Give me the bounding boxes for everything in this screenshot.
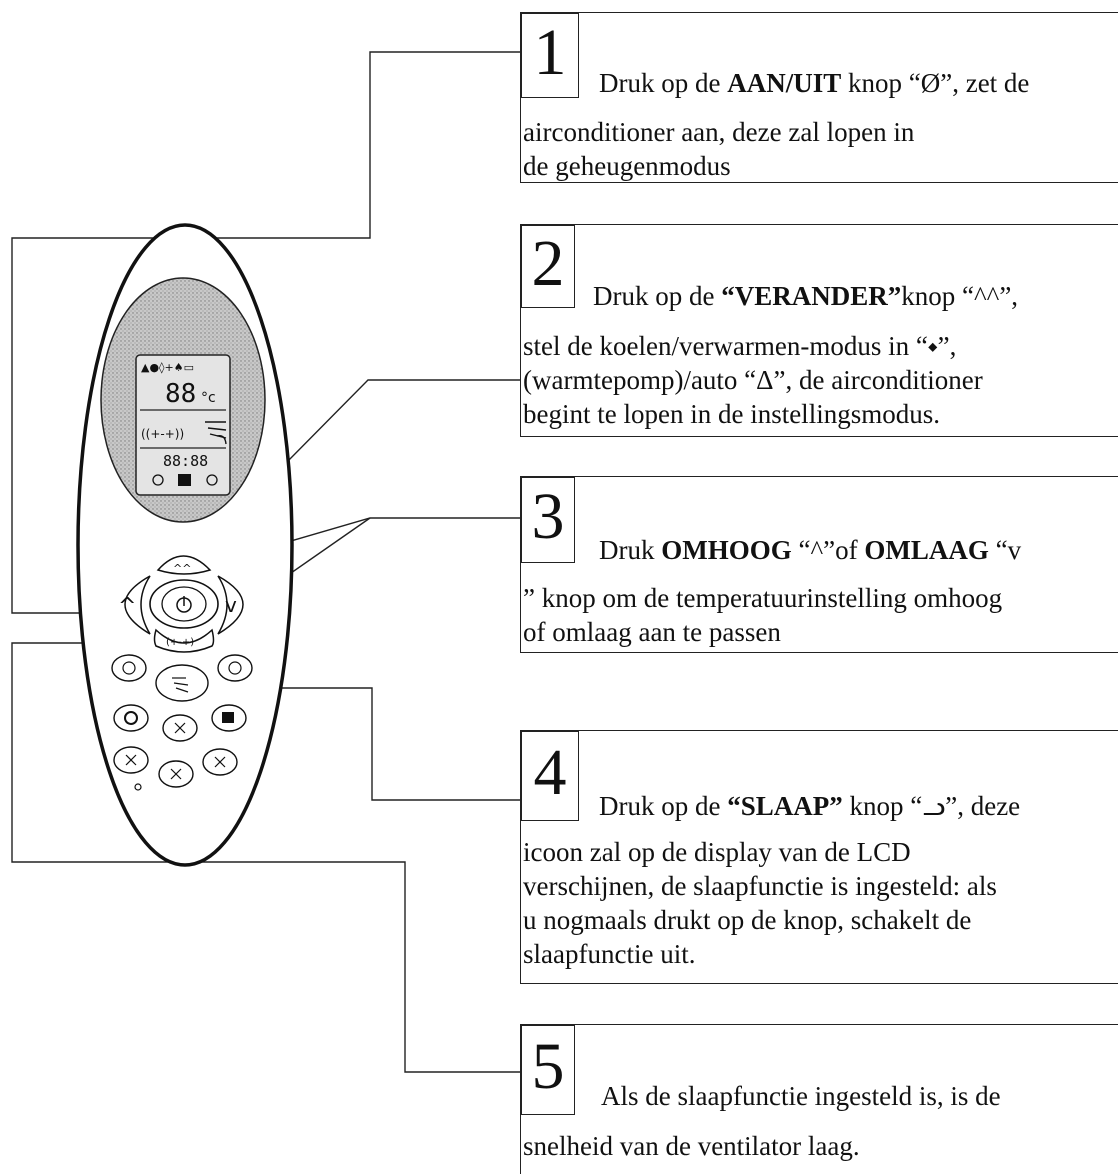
swing-button[interactable] — [155, 664, 209, 702]
step-4-number: 4 — [521, 731, 579, 821]
blank-button[interactable] — [158, 760, 194, 788]
step-2-heading-pre: Druk op de — [593, 281, 722, 311]
step-1-heading: Druk op de AAN/UIT knop “Ø”, zet de — [599, 68, 1029, 99]
step-4-heading-post: knop “ᓗ”, deze — [842, 791, 1021, 821]
step-2-heading: Druk op de “VERANDER”knop “^^”, — [593, 281, 1018, 312]
timer-on-icon — [152, 474, 164, 486]
step-3-number: 3 — [521, 477, 575, 563]
step-3-heading-bold-2: OMLAAG — [864, 535, 989, 565]
step-3-heading: Druk OMHOOG “^”of OMLAAG “v — [599, 535, 1021, 566]
step-4-body: icoon zal op de display van de LCD versc… — [523, 837, 997, 969]
blank-button[interactable] — [202, 748, 238, 776]
step-1-heading-pre: Druk op de — [599, 68, 728, 98]
step-2-heading-post: knop “^^”, — [901, 281, 1019, 311]
step-3-heading-bold: OMHOOG — [661, 535, 792, 565]
mode-icon: ▲●◊+♠▭ — [141, 361, 194, 374]
step-2-body: stel de koelen/verwarmen-modus in “⬩”, (… — [523, 331, 983, 429]
sleep-button[interactable] — [211, 704, 247, 732]
clock-icon — [122, 661, 136, 675]
sleep-icon — [222, 712, 234, 723]
step-4-box: 4 Druk op de “SLAAP” knop “ᓗ”, deze icoo… — [520, 730, 1118, 984]
step-5-number: 5 — [521, 1025, 575, 1115]
callout-line-5 — [11, 642, 520, 1073]
callout-line-4 — [235, 687, 520, 801]
timer-off-icon — [206, 474, 218, 486]
step-5-box: 5 Als de slaapfunctie ingesteld is, is d… — [520, 1024, 1118, 1174]
down-button[interactable]: v — [217, 575, 244, 635]
fan-button[interactable]: (+-+) — [153, 628, 215, 653]
step-2-box: 2 Druk op de “VERANDER”knop “^^”, stel d… — [520, 224, 1118, 437]
blank-button[interactable] — [162, 714, 198, 742]
timer-off-button[interactable] — [217, 654, 253, 682]
blank-button[interactable] — [113, 746, 149, 774]
clock-icon — [124, 711, 138, 725]
reset-hole[interactable] — [134, 783, 142, 791]
step-3-box: 3 Druk OMHOOG “^”of OMLAAG “v ” knop om … — [520, 476, 1118, 653]
power-icon — [176, 596, 192, 613]
step-2-heading-bold: “VERANDER” — [721, 281, 902, 311]
step-1-number: 1 — [521, 13, 579, 98]
down-button-label: v — [225, 593, 237, 617]
clock-icon — [228, 661, 242, 675]
lcd-screen — [135, 354, 231, 496]
mode-button-label: ^^ — [173, 562, 191, 575]
lcd-temperature: 88 — [165, 379, 196, 409]
step-4-heading: Druk op de “SLAAP” knop “ᓗ”, deze — [599, 791, 1020, 822]
step-3-body: ” knop om de temperatuurinstelling omhoo… — [523, 583, 1003, 647]
lcd-fan-indicator: ((+-+)) — [141, 427, 184, 441]
power-button[interactable] — [149, 579, 219, 629]
sleep-icon — [178, 474, 191, 486]
step-5-heading-post: Als de slaapfunctie ingesteld is, is de — [601, 1081, 1001, 1111]
step-1-heading-bold: AAN/UIT — [727, 68, 842, 98]
lcd-unit: °c — [201, 390, 216, 406]
step-1-box: 1 Druk op de AAN/UIT knop “Ø”, zet de ai… — [520, 12, 1118, 183]
step-4-heading-bold: “SLAAP” — [727, 791, 843, 821]
up-button-label: ^ — [118, 594, 136, 619]
timer-on-button[interactable] — [111, 654, 147, 682]
x-icon — [214, 756, 226, 768]
step-5-body: snelheid van de ventilator laag. — [523, 1131, 860, 1161]
step-3-heading-post: “v — [988, 535, 1022, 565]
remote-control: ▲●◊+♠▭ 88 °c ((+-+)) 88:88 ^^ ^ — [76, 223, 294, 867]
lcd-clock: 88:88 — [163, 452, 208, 470]
x-icon — [125, 754, 137, 766]
step-3-heading-pre: Druk — [599, 535, 662, 565]
lcd-timer-icons — [152, 474, 218, 486]
step-2-number: 2 — [521, 225, 575, 308]
fan-button-label: (+-+) — [166, 637, 194, 648]
x-icon — [170, 768, 182, 780]
step-1-body: airconditioner aan, deze zal lopen in de… — [523, 117, 915, 181]
step-4-heading-pre: Druk op de — [599, 791, 728, 821]
step-1-heading-post: knop “Ø”, zet de — [841, 68, 1030, 98]
lcd-mode-icons: ▲●◊+♠▭ — [141, 361, 194, 374]
step-3-heading-mid: “^”of — [791, 535, 865, 565]
lcd-swing-icon — [205, 421, 227, 445]
swing-icon — [172, 677, 189, 693]
up-button[interactable]: ^ — [118, 575, 151, 635]
x-icon — [174, 722, 186, 734]
clock-button[interactable] — [113, 704, 149, 732]
step-5-heading: Als de slaapfunctie ingesteld is, is de — [601, 1081, 1001, 1112]
mode-button[interactable]: ^^ — [156, 555, 212, 575]
